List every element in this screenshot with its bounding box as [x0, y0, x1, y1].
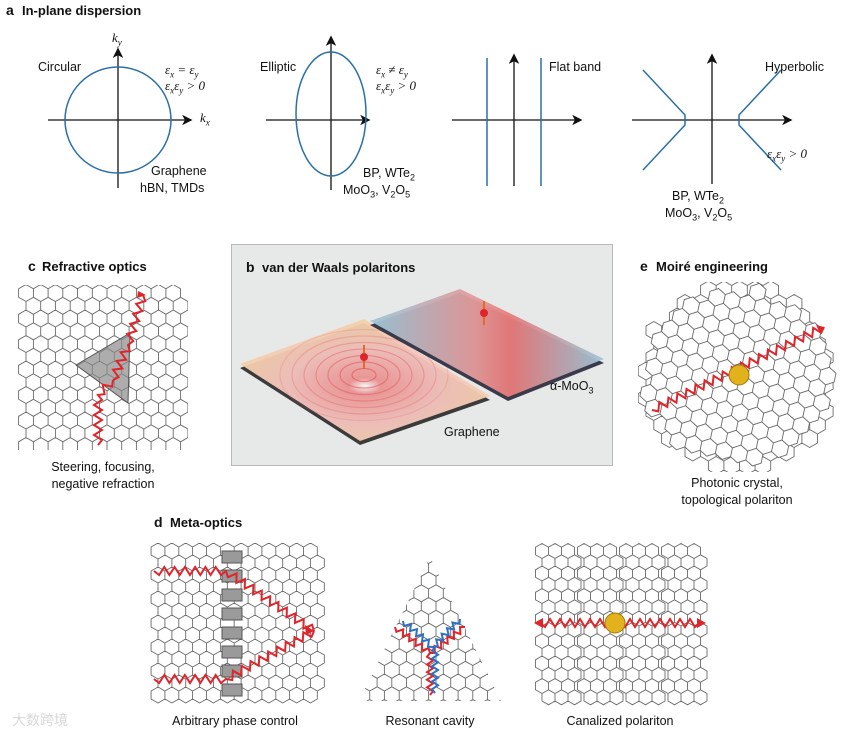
- wave-arrowhead: [137, 291, 146, 298]
- moire-wave-arrowhead: [816, 325, 824, 333]
- panel-d-caption-2: Resonant cavity: [385, 714, 475, 728]
- dipole-emitter-moo3: [480, 301, 488, 325]
- panel-d-caption-1: Arbitrary phase control: [172, 714, 298, 728]
- hex-lattice: [150, 543, 325, 704]
- circular-label: Circular: [38, 60, 82, 74]
- circular-eq1: εx = εy: [165, 62, 199, 80]
- panel-d-letter: d: [154, 514, 163, 530]
- kx-label: kx: [200, 110, 210, 128]
- elliptic-curve: [295, 51, 367, 177]
- elliptic-label: Elliptic: [260, 60, 297, 74]
- arrowhead-left: [534, 618, 543, 628]
- panel-b-title: van der Waals polaritons: [262, 260, 416, 275]
- cavity-wave-red: [394, 626, 465, 696]
- elliptic-eq1: εx ≠ εy: [376, 62, 408, 80]
- gold-emitter: [728, 364, 750, 386]
- phase-pillar: [221, 588, 243, 602]
- graphene-ripples: [279, 328, 449, 422]
- cavity-wave-blue: [402, 618, 461, 694]
- moo3-polariton-sheet: [370, 289, 604, 397]
- panel-e-title: Moiré engineering: [656, 259, 768, 274]
- hyperbolic-materials-2: MoO3, V2O5: [665, 206, 733, 223]
- elliptic-eq2: εxεy > 0: [376, 78, 417, 96]
- graphene-label: Graphene: [444, 425, 500, 439]
- elliptic-plot: [266, 35, 371, 190]
- panel-e-caption-1: Photonic crystal,: [691, 476, 783, 490]
- panel-b: b van der Waals polaritons: [231, 244, 613, 466]
- panel-b-letter: b: [246, 259, 255, 275]
- cavity-waves: [394, 618, 465, 696]
- hyperbolic-eq: εxεy > 0: [767, 146, 808, 164]
- elliptic-materials-1: BP, WTe2: [363, 166, 416, 183]
- graphene-polariton-sheet: [240, 319, 490, 441]
- ky-label: ky: [112, 30, 122, 48]
- panel-c-title: Refractive optics: [42, 259, 147, 274]
- panel-a-title: In-plane dispersion: [22, 3, 142, 18]
- refraction-waves: [92, 291, 147, 446]
- hyperbolic-plot: [632, 53, 793, 184]
- flat-band-plot: [452, 53, 583, 186]
- phase-pillar: [221, 683, 243, 697]
- hex-cells: [150, 543, 325, 704]
- ripple-ring: [303, 341, 425, 409]
- hyperbola-left: [642, 69, 686, 171]
- hex-cells: [577, 543, 624, 706]
- phase-pillar: [221, 626, 243, 640]
- circular-materials-2: hBN, TMDs: [140, 181, 205, 195]
- panel-c-caption-2: negative refraction: [51, 477, 155, 491]
- panel-e-caption-2: topological polariton: [681, 493, 793, 507]
- arrowhead-right: [697, 618, 706, 628]
- focus-arrowhead: [305, 625, 314, 635]
- dipole-emitter-graphene: [360, 345, 368, 369]
- circular-plot: [48, 47, 193, 188]
- phase-control-illustration: [150, 543, 325, 704]
- dispersion-plots: [48, 35, 793, 190]
- ripple-ring: [279, 328, 449, 422]
- flat-band-label: Flat band: [549, 60, 602, 74]
- phase-pillar: [221, 607, 243, 621]
- circular-materials-1: Graphene: [151, 164, 207, 178]
- moire-illustration: [638, 282, 837, 472]
- wave-top: [153, 565, 315, 632]
- phase-pillar: [221, 645, 243, 659]
- hyperbola-right: [738, 69, 782, 171]
- incident-wave: [92, 379, 114, 446]
- elliptic-materials-2: MoO3, V2O5: [343, 183, 411, 200]
- refracted-wave: [111, 294, 147, 381]
- moo3-label: α-MoO3: [550, 379, 594, 396]
- gold-emitter: [604, 612, 626, 634]
- hyperbolic-label: Hyperbolic: [765, 60, 825, 74]
- ripple-ring: [291, 335, 437, 415]
- panel-a-letter: a: [6, 2, 14, 18]
- wave-bottom: [153, 630, 315, 685]
- phase-pillar: [221, 550, 243, 564]
- panel-d-caption-3: Canalized polariton: [566, 714, 674, 728]
- circular-curve: [64, 66, 172, 174]
- panel-c-caption-1: Steering, focusing,: [51, 460, 155, 474]
- panel-d-title: Meta-optics: [170, 515, 243, 530]
- hyperbolic-materials-1: BP, WTe2: [672, 189, 725, 206]
- hex-cells: [535, 543, 582, 706]
- panel-c-letter: c: [28, 258, 36, 274]
- canalized-illustration: [534, 543, 708, 706]
- circular-eq2: εxεy > 0: [165, 78, 206, 96]
- polaritons-illustration: [240, 289, 604, 445]
- resonant-cavity-illustration: [359, 557, 501, 701]
- watermark: 大数跨境: [12, 712, 68, 728]
- refractive-illustration: [18, 285, 188, 450]
- panel-e-letter: e: [640, 258, 648, 274]
